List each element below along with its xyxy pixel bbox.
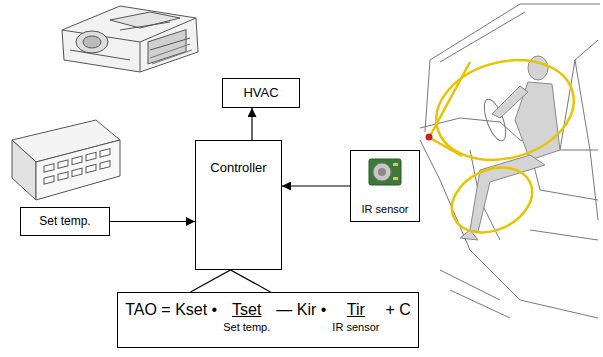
signal-arrow xyxy=(282,185,350,186)
node-label: Set temp. xyxy=(39,215,90,229)
hvac-box: HVAC xyxy=(222,78,300,108)
set-temp-box: Set temp. xyxy=(20,207,110,236)
driver-figure xyxy=(460,56,560,240)
formula-text: TAO = Kset • xyxy=(125,301,217,319)
hvac-unit-drawing xyxy=(62,6,198,72)
controller-box: Controller xyxy=(195,140,282,270)
formula-box: TAO = Kset • TsetSet temp. — Kir • Tir IR se… xyxy=(117,292,419,348)
formula-term: TsetSet temp. xyxy=(223,301,270,334)
car-interior-drawing xyxy=(420,4,600,318)
term-note: Set temp. xyxy=(223,321,270,334)
formula-text: Tset xyxy=(232,301,261,319)
ir-sensor-dot xyxy=(426,134,433,141)
formula-text: + C xyxy=(385,301,410,319)
formula-term: — Kir • xyxy=(276,301,326,319)
signal-arrow xyxy=(251,108,252,140)
control-panel-drawing xyxy=(12,120,120,200)
formula-term: + C xyxy=(385,301,410,319)
node-label: IR sensor xyxy=(361,203,408,216)
formula-text: — Kir • xyxy=(276,301,326,319)
callout-line xyxy=(191,270,271,292)
formula-term: TAO = Kset • xyxy=(125,301,217,319)
sensing-area xyxy=(425,46,585,245)
node-label: HVAC xyxy=(243,86,278,101)
node-label: Controller xyxy=(210,161,266,176)
formula-term: Tir IR sensor xyxy=(332,301,379,334)
sensor-icon xyxy=(368,157,402,187)
signal-arrow xyxy=(110,221,195,222)
ir-sensor-box: IR sensor xyxy=(350,150,420,222)
formula-text: Tir xyxy=(347,301,365,319)
term-note: IR sensor xyxy=(332,321,379,334)
